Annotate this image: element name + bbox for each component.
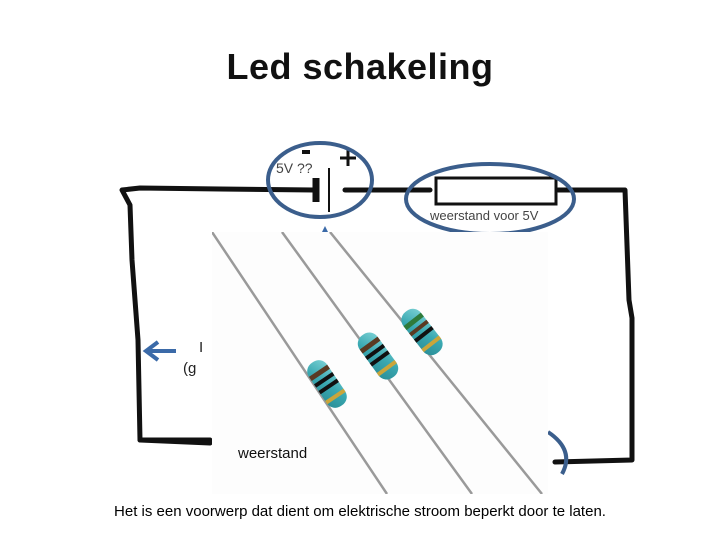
left-label-line2: (g	[183, 360, 197, 377]
resistor-photo-illustration	[212, 232, 543, 494]
battery-symbol	[312, 168, 330, 212]
resistor-label: weerstand voor 5V	[430, 208, 539, 223]
left-label-line1: I	[199, 339, 204, 356]
resistor-1	[307, 360, 347, 408]
led-highlight	[546, 430, 569, 475]
resistor-symbol	[434, 176, 558, 206]
circuit-wires	[119, 185, 635, 465]
left-arrow-icon	[142, 340, 176, 362]
resistor-3	[401, 308, 443, 356]
photo-label: weerstand	[238, 445, 308, 462]
plus-sign	[340, 150, 356, 166]
resistor-photo	[212, 232, 548, 494]
slide-caption: Het is een voorwerp dat dient om elektri…	[114, 503, 606, 520]
battery-label: 5V ??	[276, 160, 313, 176]
resistor-2	[357, 332, 399, 380]
slide-title: Led schakeling	[226, 46, 494, 87]
battery-highlight	[266, 141, 374, 219]
